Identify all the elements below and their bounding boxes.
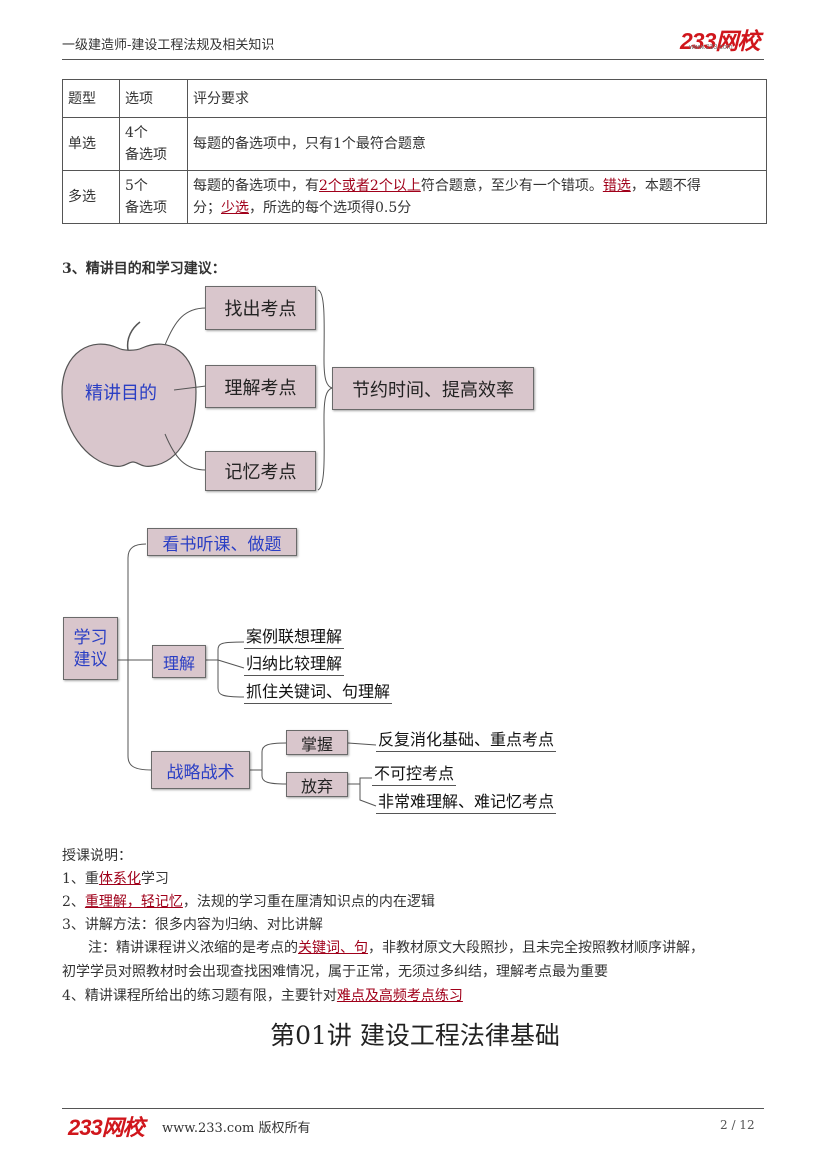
footer-text: www.233.com 版权所有 — [162, 1121, 311, 1136]
chapter-title: 第01讲 建设工程法律基础 — [270, 1021, 560, 1050]
note-line: 注：精讲课程讲义浓缩的是考点的关键词、句，非教材原文大段照抄，且未完全按照教材顺… — [88, 940, 704, 956]
understand-item: 案例联想理解 — [244, 623, 345, 649]
footer-rule — [62, 1108, 764, 1109]
goal-box: 记忆考点 — [205, 451, 316, 491]
strategy-abandon: 放弃 — [286, 772, 348, 797]
understand-item: 归纳比较理解 — [244, 650, 345, 676]
header-rule — [62, 59, 764, 60]
header-logo: 233网校 — [680, 28, 760, 54]
apple-stem — [126, 321, 141, 351]
table-cell-rule: 每题的备选项中，有2个或者2个以上符合题意，至少有一个错项。错选，本题不得分；少… — [187, 170, 767, 224]
note-line: 1、重体系化学习 — [62, 871, 169, 887]
note-line: 2、重理解，轻记忆，法规的学习重在厘清知识点的内在逻辑 — [62, 894, 435, 910]
abandon-item: 不可控考点 — [372, 760, 457, 786]
apple-label: 精讲目的 — [85, 383, 157, 404]
table-row: 多选 5个备选项 每题的备选项中，有2个或者2个以上符合题意，至少有一个错项。错… — [62, 170, 767, 224]
advice-branch-strategy: 战略战术 — [151, 751, 250, 789]
note-line: 3、讲解方法：很多内容为归纳、对比讲解 — [62, 917, 323, 933]
advice-branch-understand: 理解 — [152, 645, 206, 678]
note-line: 4、精讲课程所给出的练习题有限，主要针对难点及高频考点练习 — [62, 988, 463, 1004]
section-title: 3、精讲目的和学习建议： — [62, 261, 226, 277]
footer-logo: 233网校 — [68, 1115, 145, 1140]
header-url: www.233.com — [689, 44, 733, 51]
brace — [317, 289, 334, 491]
goal-box: 理解考点 — [205, 365, 316, 408]
table-cell-type: 多选 — [62, 170, 120, 224]
advice-root: 学习建议 — [63, 617, 118, 680]
abandon-item: 非常难理解、难记忆考点 — [376, 788, 557, 814]
goal-box: 找出考点 — [205, 286, 316, 330]
note-line: 初学学员对照教材时会出现查找困难情况，属于正常，无须过多纠结，理解考点最为重要 — [62, 964, 608, 980]
table-header-cell: 选项 — [119, 79, 188, 118]
understand-item: 抓住关键词、句理解 — [244, 678, 393, 704]
apple-shape — [61, 343, 197, 468]
table-cell-type: 单选 — [62, 117, 120, 171]
advice-branch-reading: 看书听课、做题 — [147, 528, 297, 556]
scoring-table: 题型 选项 评分要求 单选 4个备选项 每题的备选项中，只有1个最符合题意 多选… — [62, 79, 767, 224]
header-title: 一级建造师-建设工程法规及相关知识 — [62, 38, 275, 53]
table-header-cell: 题型 — [62, 79, 120, 118]
table-header-row: 题型 选项 评分要求 — [62, 79, 767, 118]
table-cell-options: 5个备选项 — [119, 170, 188, 224]
notes-heading: 授课说明： — [62, 848, 132, 864]
result-box: 节约时间、提高效率 — [332, 367, 534, 410]
page-number: 2 / 12 — [720, 1118, 755, 1132]
master-item: 反复消化基础、重点考点 — [376, 726, 557, 752]
strategy-master: 掌握 — [286, 730, 348, 755]
